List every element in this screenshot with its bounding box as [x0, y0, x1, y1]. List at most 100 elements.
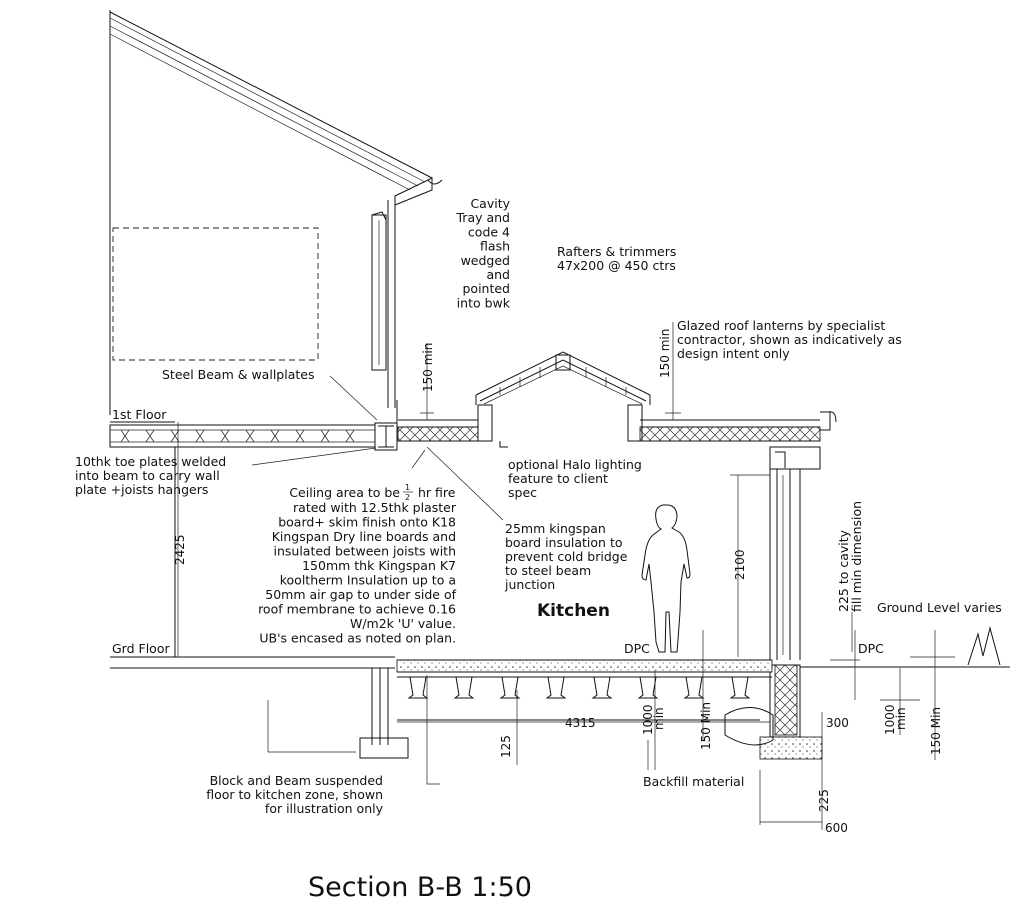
block-beam-note-line: for illustration only	[265, 801, 384, 816]
ceiling-note: Ceiling area to be 1 2 hr fire	[289, 483, 455, 502]
dim-150-min-b: 150 min	[658, 329, 672, 378]
toe-plates-note-line: 10thk toe plates welded	[75, 454, 226, 469]
cavity-tray-note-line: into bwk	[457, 295, 511, 310]
drawing-title: Section B-B 1:50	[308, 872, 532, 903]
ceiling-note-line: UB's encased as noted on plan.	[259, 631, 456, 646]
block-beam-note-line: Block and Beam suspended	[210, 773, 383, 788]
cavity-tray-note-line: Cavity	[470, 196, 510, 211]
room-label-kitchen: Kitchen	[537, 601, 610, 621]
ceiling-note-line: 50mm air gap to under side of	[265, 587, 456, 602]
floor-beam	[499, 676, 521, 699]
ground-level-label: Ground Level varies	[877, 600, 1002, 615]
dim-1000-min-outside-a: 1000	[883, 704, 897, 735]
floor-beam	[591, 676, 613, 699]
ceiling-fraction-num: 1	[405, 483, 410, 492]
cavity-fill-note-line: 225 to cavity	[836, 529, 851, 612]
kingspan-board-note-line: prevent cold bridge	[505, 549, 628, 564]
dim-125: 125	[499, 735, 513, 758]
glazed-lanterns-note: Glazed roof lanterns by specialistcontra…	[677, 318, 902, 361]
kingspan-board-note-line: board insulation to	[505, 535, 623, 550]
dim-300: 300	[826, 716, 849, 730]
ceiling-note-line: roof membrane to achieve 0.16	[258, 602, 456, 617]
halo-lighting-note-line: feature to client	[508, 471, 608, 486]
rafters-note-line: Rafters & trimmers	[557, 244, 676, 259]
dpc-inside-label: DPC	[624, 641, 650, 656]
first-floor-label: 1st Floor	[112, 407, 167, 422]
ceiling-note-line: W/m2k 'U' value.	[350, 616, 456, 631]
dim-2425: 2425	[173, 534, 187, 565]
kingspan-board-note-line: junction	[504, 577, 555, 592]
dim-225: 225	[817, 789, 831, 812]
joist-cross	[120, 429, 130, 443]
cavity-tray-note-line: pointed	[462, 281, 510, 296]
ground-floor-slab	[396, 659, 773, 721]
leader-lines	[251, 375, 649, 785]
cavity-tray-note-line: flash	[480, 239, 510, 254]
rafters-note-line: 47x200 @ 450 ctrs	[557, 258, 676, 273]
cavity-tray-note-line: and	[486, 267, 510, 282]
joist-cross	[145, 429, 155, 443]
halo-lighting-note-line: optional Halo lighting	[508, 457, 642, 472]
ceiling-note-line: insulated between joists with	[273, 544, 456, 559]
joist-cross	[295, 429, 305, 443]
joist-cross	[270, 429, 280, 443]
cavity-tray-note-line: Tray and	[456, 210, 511, 225]
cavity-fill-note-line: fill min dimension	[849, 501, 864, 612]
glazed-lanterns-note-line: Glazed roof lanterns by specialist	[677, 318, 885, 333]
joist-cross	[245, 429, 255, 443]
dim-4315: 4315	[565, 716, 596, 730]
grass-symbol	[967, 626, 1001, 666]
dim-150-Min-inside: 150 Min	[699, 702, 713, 750]
cavity-tray-note-line: wedged	[461, 253, 510, 268]
joist-cross	[320, 429, 330, 443]
kingspan-board-note-line: 25mm kingspan	[505, 521, 606, 536]
dpc-outside-label: DPC	[858, 641, 884, 656]
toe-plates-note-line: into beam to carry wall	[75, 468, 220, 483]
existing-house	[109, 10, 443, 759]
floor-beam	[453, 676, 475, 699]
ceiling-note-line: kooltherm Insulation up to a	[280, 573, 456, 588]
dim-150-Min-outside: 150 Min	[929, 707, 943, 755]
kingspan-board-note-line: to steel beam	[505, 563, 591, 578]
glazed-lanterns-note-line: design intent only	[677, 346, 790, 361]
dim-1000-min-inside-b: min	[652, 707, 666, 730]
joist-cross	[220, 429, 230, 443]
ceiling-note-line: board+ skim finish onto K18	[278, 515, 456, 530]
glazed-lanterns-note-line: contractor, shown as indicatively as	[677, 332, 902, 347]
extension-roof	[397, 351, 837, 470]
steel-beam-note: Steel Beam & wallplates	[162, 367, 314, 382]
ceiling-line-1a: Ceiling area to be	[289, 485, 400, 500]
floor-beam	[407, 676, 429, 699]
ceiling-note-line: Kingspan Dry line boards and	[272, 529, 456, 544]
dim-1000-min-outside-b: min	[894, 707, 908, 730]
floor-beam	[729, 676, 751, 699]
floor-beam	[683, 676, 705, 699]
dim-1000-min-inside-a: 1000	[641, 704, 655, 735]
dim-2100: 2100	[733, 549, 747, 580]
block-beam-note-line: floor to kitchen zone, shown	[206, 787, 383, 802]
person-figure	[641, 504, 691, 653]
ceiling-fraction-den: 2	[405, 493, 410, 502]
joist-cross	[195, 429, 205, 443]
cavity-tray-note-line: code 4	[468, 224, 510, 239]
dimension-lines	[177, 322, 955, 830]
backfill-note: Backfill material	[643, 774, 744, 789]
halo-lighting-note-line: spec	[508, 485, 537, 500]
floor-beam	[637, 676, 659, 699]
ceiling-note-line: rated with 12.5thk plaster	[293, 500, 457, 515]
ground-floor-label: Grd Floor	[112, 641, 170, 656]
dim-600: 600	[825, 821, 848, 835]
ceiling-line-1b: hr fire	[418, 485, 456, 500]
toe-plates-note-line: plate +joists hangers	[75, 482, 208, 497]
floor-beam	[545, 676, 567, 699]
ceiling-note-line: 150mm thk Kingspan K7	[302, 558, 456, 573]
